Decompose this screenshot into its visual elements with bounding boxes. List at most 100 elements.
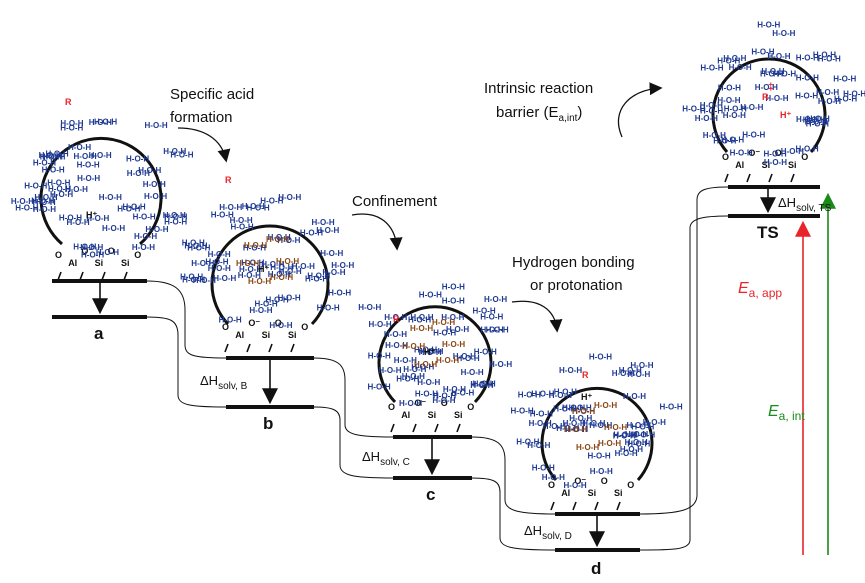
bonded-water: H-O-H [402, 342, 425, 351]
water-molecule: H-O-H [144, 192, 167, 201]
water-molecule: H-O-H [182, 239, 205, 248]
water-molecule: H-O-H [68, 143, 91, 152]
water-molecule: H-O-H [213, 274, 236, 283]
water-molecule: H-O-H [441, 313, 464, 322]
water-molecule: H-O-H [420, 347, 443, 356]
water-molecule: H-O-H [612, 369, 635, 378]
site-atom: Si [614, 488, 623, 498]
site-bond [746, 173, 751, 183]
water-molecule: H-O-H [143, 180, 166, 189]
water-molecule: H-O-H [480, 312, 503, 321]
water-molecule: H-O-H [620, 445, 643, 454]
site-atom: O [467, 402, 474, 412]
water-molecules: H-O-HH-O-HH-O-HH-O-HH-O-HH-O-HH-O-HH-O-H… [11, 21, 865, 491]
water-molecule: H-O-H [457, 354, 480, 363]
water-molecule: H-O-H [529, 419, 552, 428]
water-molecule: H-O-H [627, 370, 650, 379]
water-molecule: H-O-H [433, 392, 456, 401]
site-bond [790, 173, 795, 183]
water-molecule: H-O-H [834, 95, 857, 104]
step-arrow-2 [351, 213, 403, 251]
water-molecule: H-O-H [255, 300, 278, 309]
water-molecule: H-O-H [470, 381, 493, 390]
bonded-water: H-O-H [236, 259, 259, 268]
dh-solv-ts: ΔHsolv, TS [778, 195, 832, 214]
water-molecule: H-O-H [102, 224, 125, 233]
site-atom: O [775, 148, 782, 158]
water-molecule: H-O-H [813, 51, 836, 60]
water-molecule: H-O-H [77, 174, 100, 183]
water-molecule: H-O-H [247, 204, 270, 213]
water-molecule: H-O-H [39, 151, 62, 160]
water-molecule: H-O-H [384, 330, 407, 339]
water-molecule: H-O-H [99, 193, 122, 202]
site-bond [390, 423, 395, 433]
water-molecule: H-O-H [208, 264, 231, 273]
water-molecule: H-O-H [170, 151, 193, 160]
water-molecule: H-O-H [164, 218, 187, 227]
reactant-r: R [393, 314, 400, 324]
site-atom: O [108, 246, 115, 256]
water-molecule: H-O-H [630, 361, 653, 370]
acid-sites: OAlO⁻SiOSiOOAlO⁻SiOSiOOAlO⁻SiOSiOOAlO⁻Si… [55, 148, 808, 511]
bonded-water: H-O-H [276, 257, 299, 266]
water-molecule: H-O-H [556, 424, 579, 433]
site-atom: Si [762, 160, 771, 170]
water-molecule: H-O-H [317, 303, 340, 312]
water-molecule: H-O-H [46, 149, 69, 158]
site-bond [724, 173, 729, 183]
water-molecule: H-O-H [807, 114, 830, 123]
water-molecule: H-O-H [60, 119, 83, 128]
water-molecule: H-O-H [24, 181, 47, 190]
water-molecule: H-O-H [73, 243, 96, 252]
water-molecule: H-O-H [208, 250, 231, 259]
connector-lines [146, 186, 729, 551]
water-molecule: H-O-H [473, 380, 496, 389]
water-molecule: H-O-H [42, 166, 65, 175]
water-molecule: H-O-H [193, 276, 216, 285]
water-molecule: H-O-H [631, 423, 654, 432]
water-molecule: H-O-H [219, 315, 242, 324]
water-molecule: H-O-H [718, 84, 741, 93]
water-molecule: H-O-H [40, 153, 63, 162]
water-molecule: H-O-H [60, 123, 83, 132]
bonded-water: H-O-H [594, 401, 617, 410]
water-molecule: H-O-H [761, 67, 784, 76]
site-bond [57, 271, 62, 281]
water-molecule: H-O-H [138, 166, 161, 175]
site-atom: Si [262, 330, 271, 340]
water-molecule: H-O-H [623, 392, 646, 401]
water-molecule: H-O-H [31, 197, 54, 206]
water-molecule: H-O-H [89, 118, 112, 127]
site-atom: O⁻ [574, 476, 586, 486]
water-molecule: H-O-H [632, 431, 655, 440]
bonded-water: H-O-H [266, 235, 289, 244]
step3-label-line2: or protonation [530, 277, 623, 294]
water-molecule: H-O-H [613, 431, 636, 440]
water-molecule: H-O-H [511, 406, 534, 415]
water-molecule: H-O-H [408, 316, 431, 325]
water-molecule: H-O-H [627, 421, 650, 430]
intrinsic-barrier-label: Ea, int [768, 403, 805, 423]
water-molecule: H-O-H [219, 203, 242, 212]
water-molecule: H-O-H [453, 352, 476, 361]
water-molecule: H-O-H [249, 306, 272, 315]
water-molecule: H-O-H [65, 185, 88, 194]
site-atom: Si [288, 330, 297, 340]
water-molecule: H-O-H [554, 388, 577, 397]
water-molecule: H-O-H [549, 391, 572, 400]
water-molecule: H-O-H [123, 203, 146, 212]
water-molecule: H-O-H [442, 283, 465, 292]
water-molecule: H-O-H [163, 147, 186, 156]
cage-a [39, 136, 163, 246]
water-molecule: H-O-H [243, 244, 266, 253]
water-molecule: H-O-H [180, 272, 203, 281]
water-molecule: H-O-H [184, 242, 207, 251]
water-molecule: H-O-H [127, 169, 150, 178]
step3-label-line1: Hydrogen bonding [512, 254, 635, 271]
water-molecule: H-O-H [451, 389, 474, 398]
step2-label: Confinement [352, 193, 438, 210]
water-molecule: H-O-H [724, 105, 747, 114]
water-molecule: H-O-H [446, 325, 469, 334]
bonded-water: H-O-H [442, 340, 465, 349]
